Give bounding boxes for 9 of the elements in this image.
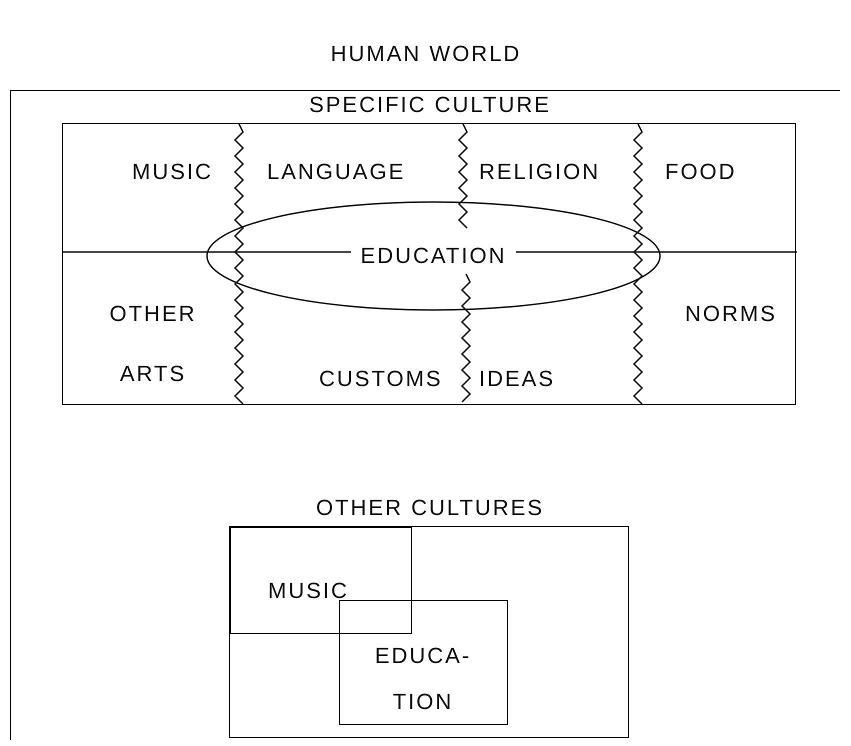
education-ellipse [206,201,661,311]
region-label: OTHER ARTS [108,300,198,388]
overlap-box [230,527,412,634]
box-heading: SPECIFIC CULTURE [308,92,552,118]
box-heading: OTHER CULTURES [314,495,546,521]
box-heading: HUMAN WORLD [330,41,522,67]
box-text: EDUCA- TION [374,642,472,716]
box-text: MUSIC [268,578,349,604]
overlap-box [339,600,508,725]
